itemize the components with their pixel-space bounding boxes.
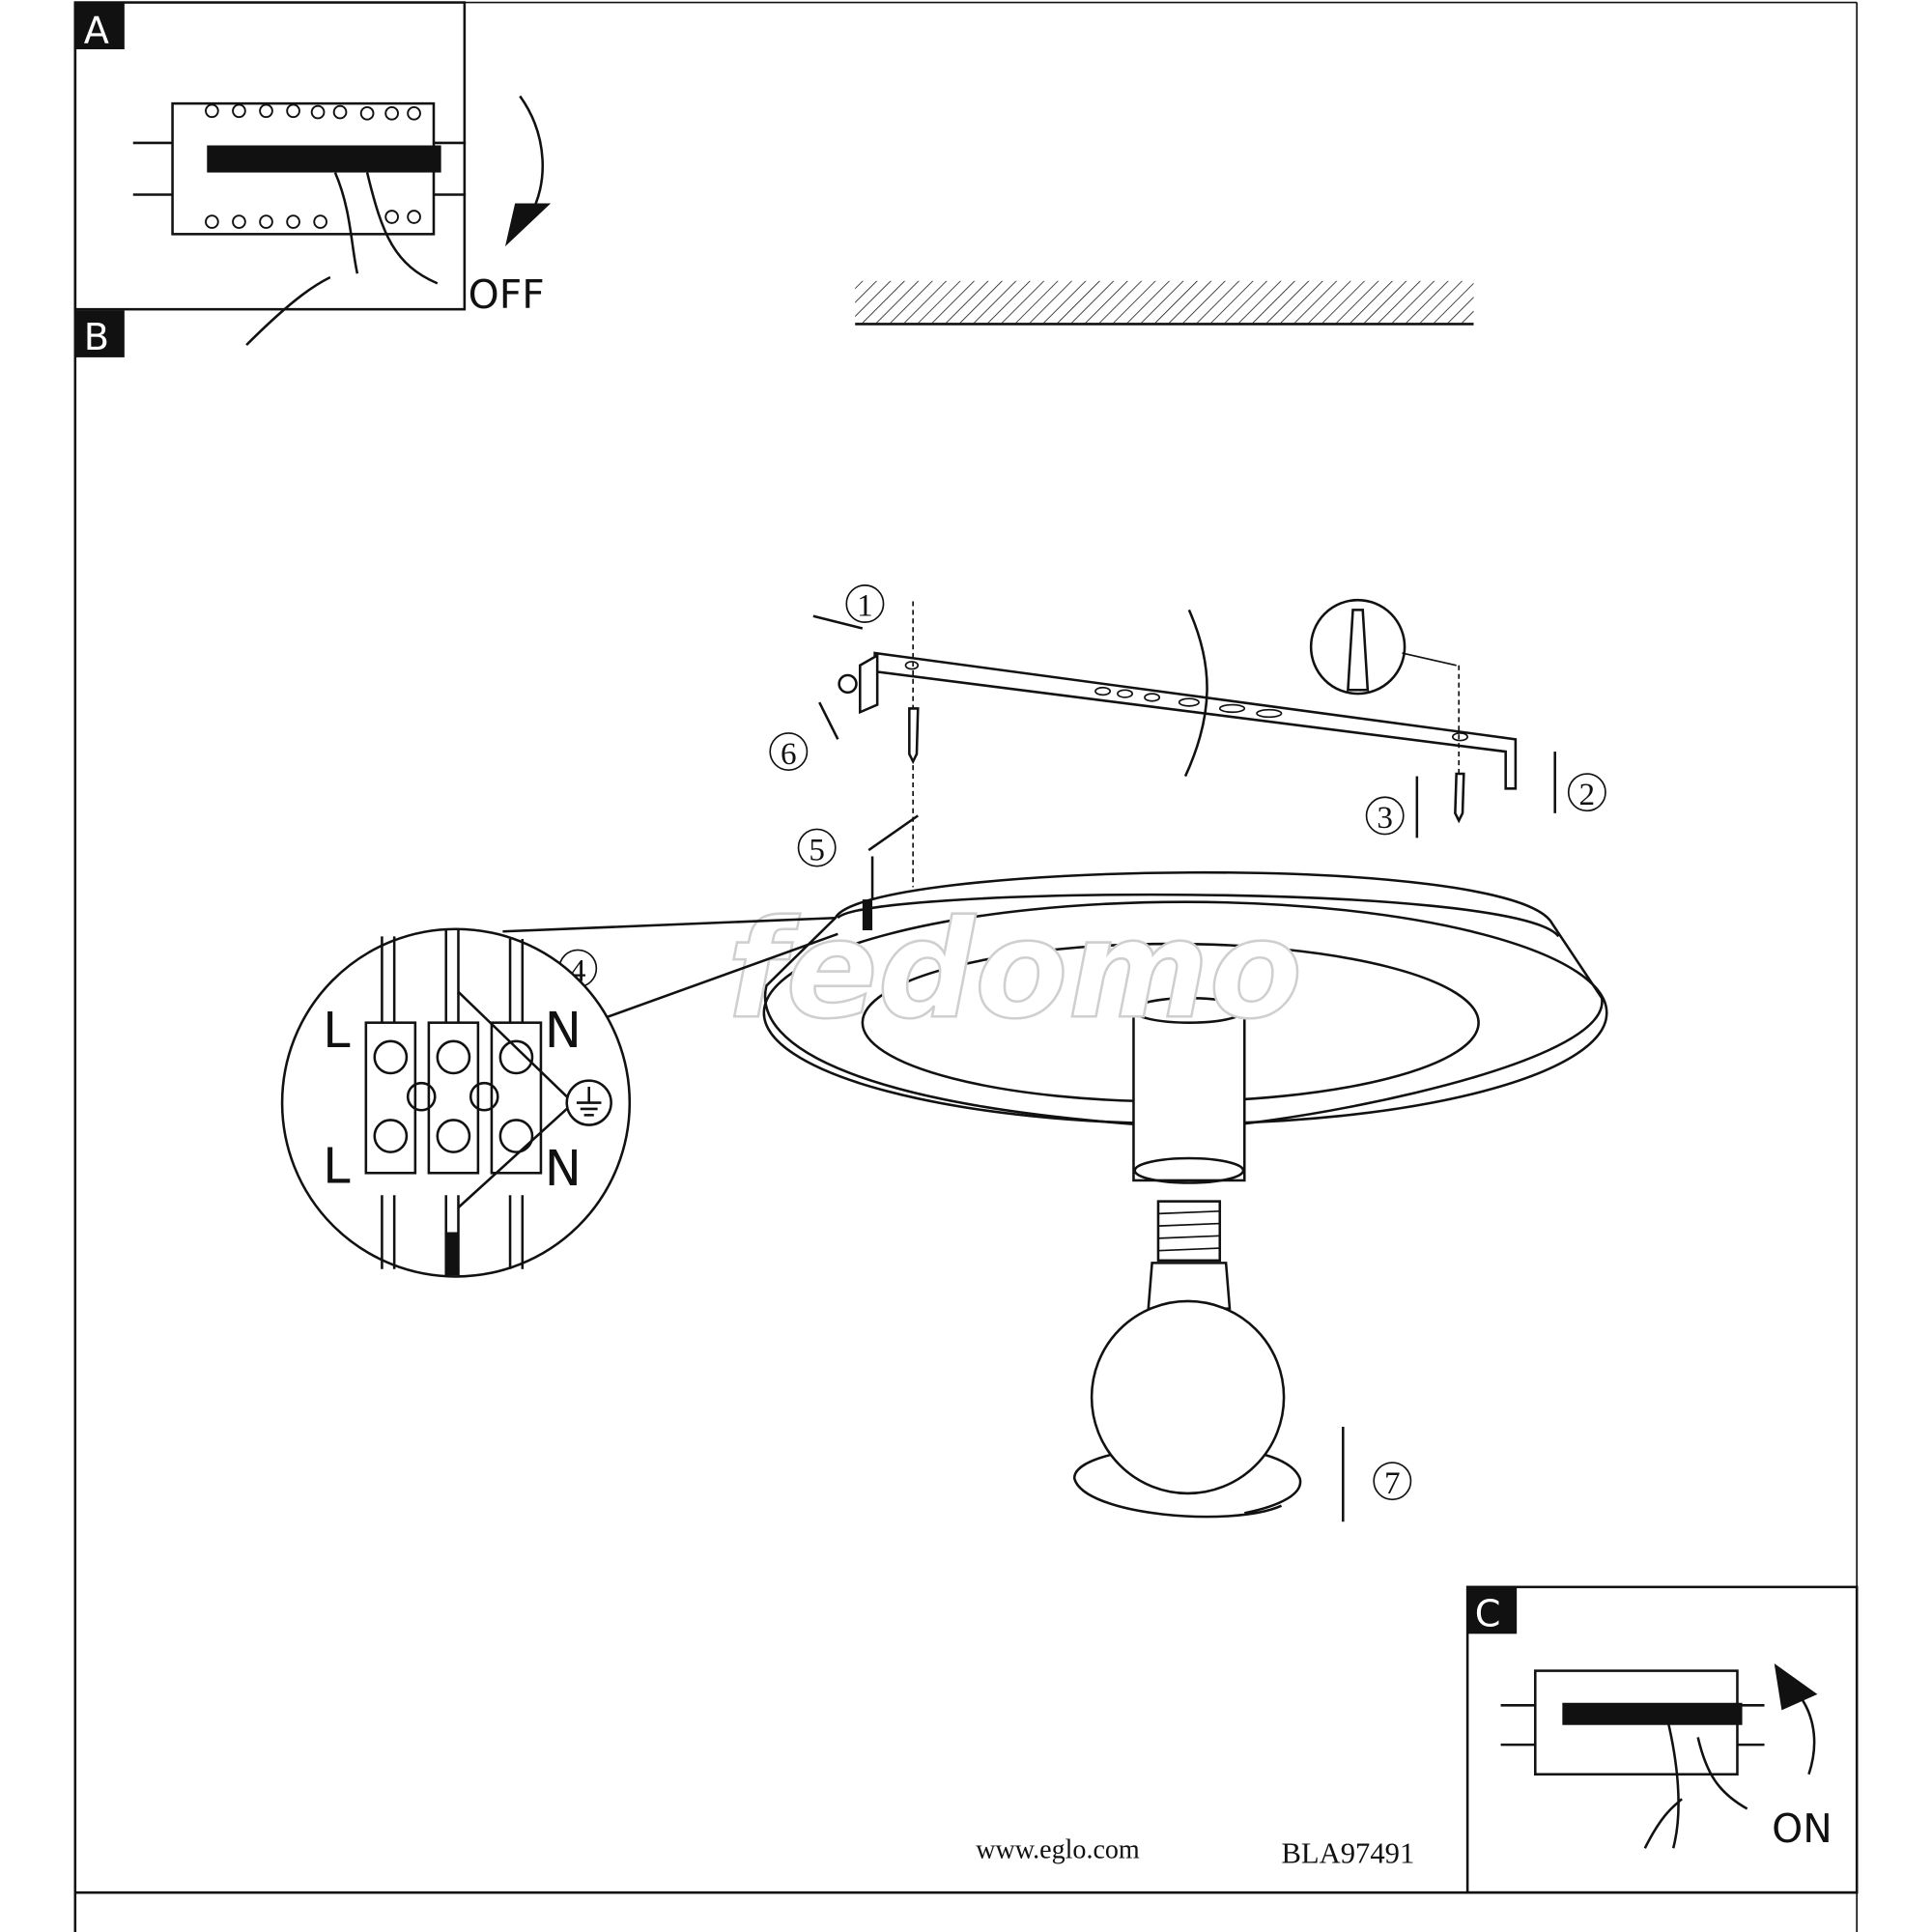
terminal-live-bottom: L [323, 1138, 351, 1195]
ceiling-hatch [855, 280, 1474, 324]
on-label: ON [1772, 1805, 1833, 1852]
wall-plug-detail [1309, 598, 1406, 696]
panel-b-label: B [84, 316, 109, 359]
product-code: BLA97491 [1282, 1837, 1415, 1870]
step-3: 3 [1377, 800, 1393, 836]
step-1: 1 [857, 588, 873, 624]
panel-c-label-box [1467, 1586, 1518, 1634]
screw-icon [1454, 772, 1465, 824]
website-text: www.eglo.com [976, 1834, 1140, 1864]
power-cable [1183, 609, 1208, 778]
screw-icon [908, 707, 920, 765]
terminal-live-top: L [323, 1003, 351, 1060]
panel-a-switch-off: A OFF [73, 1, 552, 347]
terminal-neutral-bottom: N [545, 1141, 582, 1198]
off-label: OFF [469, 271, 545, 318]
hand-icon [1643, 1712, 1748, 1849]
step-7: 7 [1384, 1465, 1401, 1501]
terminal-neutral-top: N [545, 1003, 582, 1060]
watermark: fedomo [727, 892, 1303, 1049]
step-6: 6 [781, 736, 797, 772]
lamp-socket [1132, 996, 1246, 1184]
breaker-panel-icon [132, 101, 467, 236]
step-5: 5 [809, 832, 825, 867]
mounting-bracket [838, 598, 1518, 888]
panel-a-label-box [74, 2, 125, 50]
step-2: 2 [1579, 777, 1596, 812]
panel-b-label-box [74, 310, 125, 357]
rotate-arrow-icon [519, 95, 544, 216]
light-bulb [1090, 1200, 1286, 1495]
panel-c-label: C [1475, 1593, 1501, 1636]
terminal-block-detail: L L N N [280, 927, 632, 1278]
panel-c-switch-on: C ON [1465, 1585, 1859, 1894]
step-markers: 1 2 3 4 5 6 7 [558, 584, 1606, 1501]
panel-a-label: A [84, 10, 109, 53]
hand-icon [245, 172, 439, 347]
